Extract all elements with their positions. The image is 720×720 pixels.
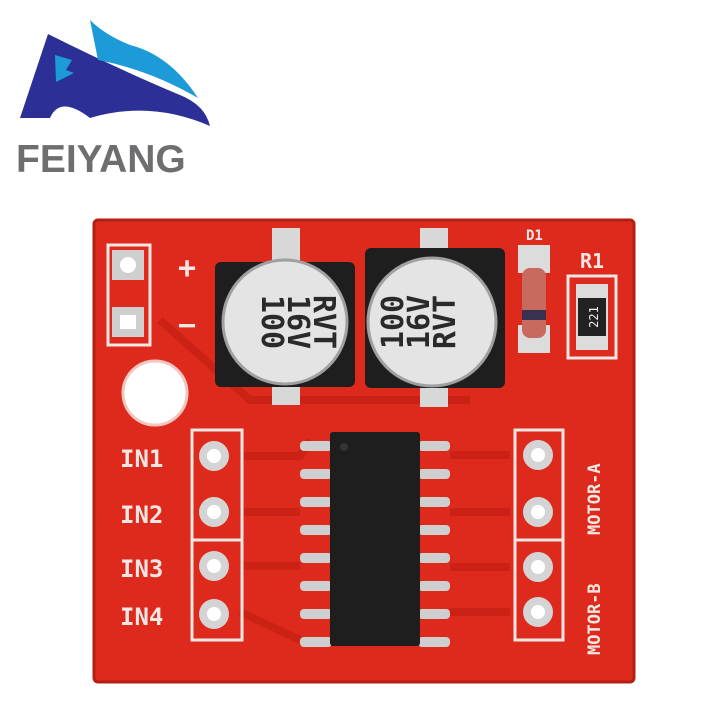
input-header: IN1 IN2 IN3 IN4 [120, 428, 244, 642]
ic-pin-right [418, 609, 450, 619]
driver-ic [300, 432, 450, 647]
ic-pin-right [418, 553, 450, 563]
ic-pin-left [300, 525, 332, 535]
ic-pin-right [418, 581, 450, 591]
plus-label: + [178, 251, 196, 286]
motor-b-label: MOTOR-B [585, 583, 605, 655]
cap2-voltage: 16V [402, 295, 437, 349]
minus-label: − [178, 308, 196, 343]
ic-pin-left [300, 497, 332, 507]
cap1-value: 100 [254, 295, 289, 349]
ic-pin-left [300, 441, 332, 451]
cap1-brand: RVT [306, 295, 341, 349]
capacitor-2: 100 16V RVT [365, 228, 505, 407]
ic-pin-right [418, 441, 450, 451]
ic-pin-left [300, 581, 332, 591]
diode-d1: D1 [518, 228, 550, 353]
motor-header: MOTOR-A MOTOR-B [513, 428, 605, 655]
ic-pin-right [418, 469, 450, 479]
d1-label: D1 [526, 228, 543, 244]
in4-label: IN4 [120, 603, 163, 631]
ic-pin-left [300, 637, 332, 647]
ic-pin-left [300, 469, 332, 479]
in3-label: IN3 [120, 555, 163, 583]
motor-driver-board: + − 100 16V RVT 100 16V RVT [92, 218, 636, 684]
mounting-hole [121, 359, 189, 427]
ic-pin-left [300, 609, 332, 619]
power-header: + − [106, 243, 196, 347]
cap1-voltage: 16V [280, 295, 315, 349]
in1-label: IN1 [120, 445, 163, 473]
ic-pin-right [418, 637, 450, 647]
r1-label: R1 [580, 249, 604, 273]
feiyang-logo: FEIYANG [16, 20, 210, 181]
ic-pin-right [418, 525, 450, 535]
in2-label: IN2 [120, 501, 163, 529]
cap2-value: 100 [376, 295, 411, 349]
resistor-r1: R1 221 [566, 249, 618, 360]
ic-pin-left [300, 553, 332, 563]
ic-pin-right [418, 497, 450, 507]
motor-a-label: MOTOR-A [585, 463, 605, 535]
brand-name: FEIYANG [16, 138, 186, 181]
capacitor-1: 100 16V RVT [215, 228, 355, 405]
cap2-brand: RVT [428, 295, 463, 349]
resistor-code: 221 [587, 306, 601, 328]
